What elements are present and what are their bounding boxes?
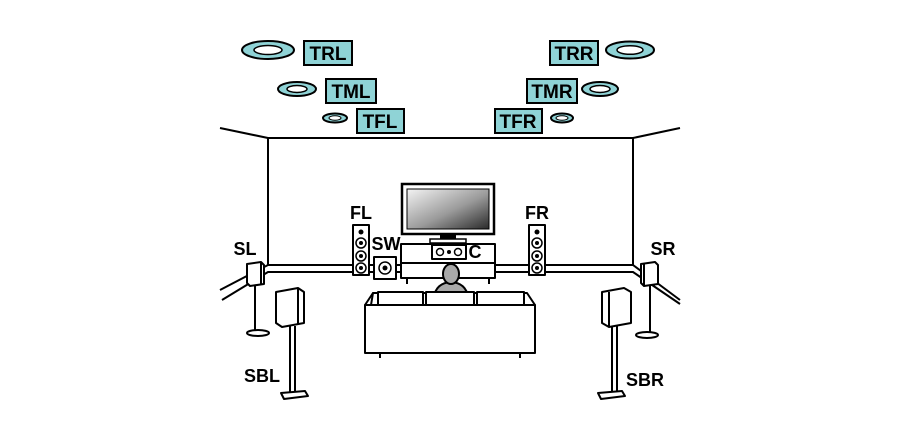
- surround-right-speaker: [635, 261, 659, 339]
- ceiling-speaker-tfr: [550, 112, 574, 124]
- ceiling-speaker-trl: [241, 40, 295, 60]
- ceiling-speaker-trr: [605, 40, 655, 60]
- label-c: C: [469, 242, 482, 262]
- subwoofer: [373, 256, 397, 280]
- label-sbl: SBL: [244, 366, 280, 386]
- surround-left-speaker: [246, 261, 270, 337]
- label-sbr: SBR: [626, 370, 664, 390]
- ceiling-speaker-tmr: [581, 81, 619, 97]
- front-right-speaker: [528, 224, 546, 276]
- tag-trl-text: TRL: [310, 44, 347, 65]
- label-sw: SW: [372, 234, 401, 254]
- tag-tfr: TFR: [494, 108, 543, 134]
- sofa: [364, 291, 536, 358]
- tag-tmr-text: TMR: [531, 82, 572, 103]
- label-fr: FR: [525, 203, 549, 223]
- tag-tmr: TMR: [526, 78, 578, 104]
- tv: [400, 182, 496, 244]
- tag-trr: TRR: [549, 40, 599, 66]
- label-sr: SR: [650, 239, 675, 259]
- tag-tml-text: TML: [331, 82, 370, 103]
- surround-back-left-speaker: [275, 287, 309, 400]
- tag-tfl-text: TFL: [363, 112, 398, 133]
- front-left-speaker: [352, 224, 370, 276]
- label-fl: FL: [350, 203, 372, 223]
- center-speaker: [431, 244, 467, 260]
- tag-tfl: TFL: [356, 108, 405, 134]
- tag-trl: TRL: [303, 40, 353, 66]
- ceiling-speaker-tfl: [322, 112, 348, 124]
- surround-back-right-speaker: [597, 287, 632, 400]
- ceiling-speaker-tml: [277, 81, 317, 97]
- tag-tfr-text: TFR: [500, 112, 537, 133]
- label-sl: SL: [233, 239, 256, 259]
- tag-trr-text: TRR: [554, 44, 593, 65]
- tag-tml: TML: [325, 78, 377, 104]
